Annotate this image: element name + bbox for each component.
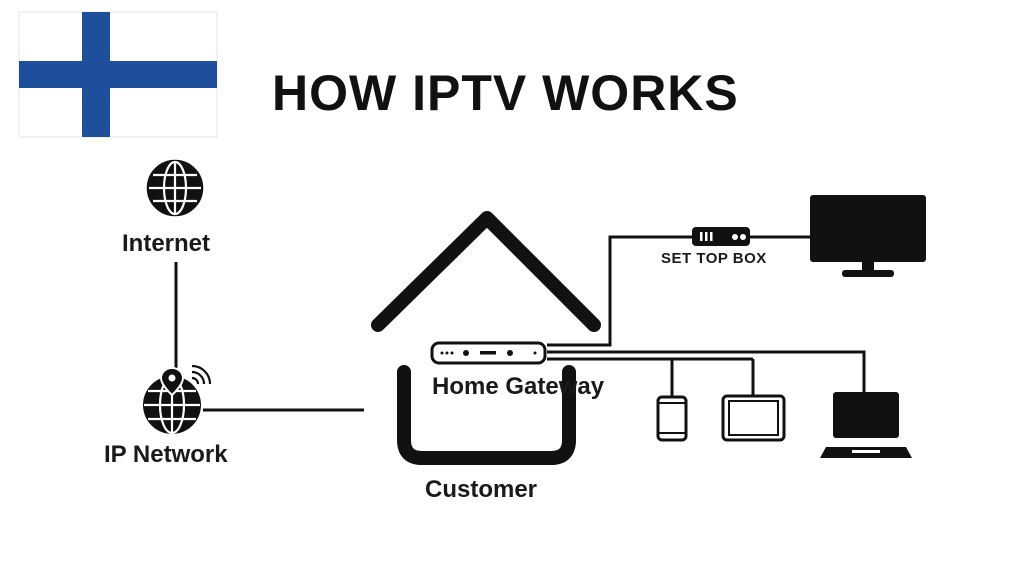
router-icon	[430, 341, 547, 365]
home-gateway-label: Home Gateway	[432, 373, 605, 400]
set-top-box-icon	[692, 227, 750, 246]
house-icon	[371, 211, 601, 465]
laptop-icon	[820, 392, 912, 458]
internet-label: Internet	[122, 230, 211, 257]
set-top-box-label: SET TOP BOX	[661, 250, 767, 267]
finland-flag	[18, 11, 218, 138]
globe-icon	[146, 159, 204, 217]
page-title: HOW IPTV WORKS	[272, 65, 739, 121]
tablet-icon	[721, 394, 786, 442]
globe-location-icon	[143, 364, 212, 435]
tv-icon	[810, 195, 926, 277]
gateway-to-laptop-line	[547, 350, 866, 392]
phone-icon	[656, 395, 688, 442]
gateway-to-stb-line	[547, 235, 692, 347]
ip-network-label: IP Network	[104, 441, 228, 468]
connector-lines	[174, 235, 866, 412]
customer-label: Customer	[425, 476, 538, 503]
